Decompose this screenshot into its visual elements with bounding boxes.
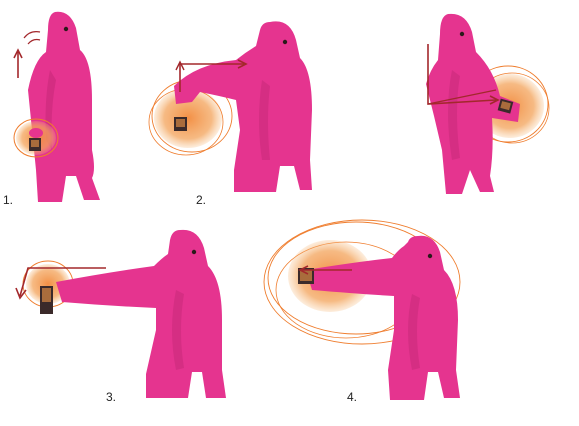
panel-3	[15, 229, 226, 398]
figure-5	[306, 235, 460, 400]
glow-4	[26, 264, 70, 304]
step-label-3: 3.	[106, 390, 117, 404]
panel-3-top	[426, 13, 550, 195]
step-label-1: 1.	[3, 193, 14, 207]
figure-1	[28, 11, 100, 202]
panel-1	[13, 11, 100, 202]
panel-4	[263, 219, 461, 400]
arrow-4	[19, 267, 106, 297]
figure-2	[174, 21, 312, 193]
glow-2	[154, 88, 222, 148]
arrow-2	[179, 63, 244, 92]
panel-2	[148, 21, 312, 193]
figure-4	[56, 229, 226, 398]
step-label-2: 2.	[196, 193, 207, 207]
figure-3	[426, 13, 520, 195]
step-label-4: 4.	[347, 390, 358, 404]
